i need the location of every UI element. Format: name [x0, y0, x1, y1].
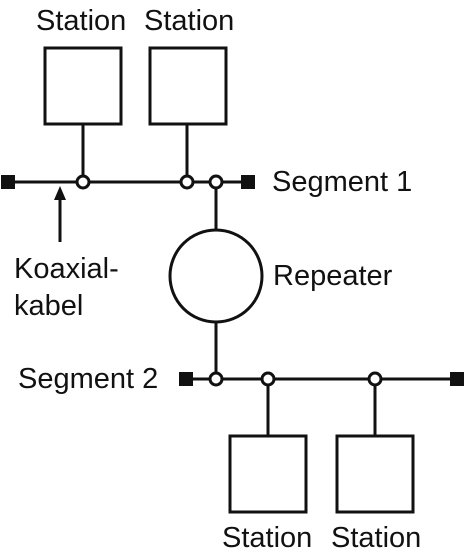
- segment-2-left-terminator: [179, 372, 193, 386]
- coax-label-line-1: Koaxial-: [14, 253, 119, 285]
- tap-bottom-1: [260, 371, 276, 387]
- tap-top-2: [179, 174, 195, 190]
- tap-bottom-2: [367, 371, 383, 387]
- station-top-1-box: [43, 46, 123, 126]
- segment-1-label: Segment 1: [272, 166, 413, 198]
- segment-2-right-terminator: [450, 372, 464, 386]
- segment-1-left-terminator: [1, 175, 15, 189]
- station-top-1-label: Station: [36, 5, 127, 37]
- coax-label-line-2: kabel: [14, 290, 84, 322]
- station-bottom-2-label: Station: [331, 522, 422, 554]
- coax-pointer-arrowhead: [54, 186, 66, 200]
- segment-2-label: Segment 2: [18, 363, 159, 395]
- repeater-circle: [168, 228, 264, 324]
- station-top-2-box: [148, 46, 228, 126]
- station-bottom-2-box: [335, 434, 415, 514]
- station-bottom-1-box: [228, 434, 308, 514]
- tap-repeater-top: [208, 174, 224, 190]
- station-top-2-label: Station: [144, 5, 235, 37]
- tap-top-1: [75, 174, 91, 190]
- station-bottom-1-label: Station: [222, 522, 313, 554]
- segment-1-right-terminator: [241, 175, 255, 189]
- repeater-label: Repeater: [273, 260, 393, 292]
- tap-repeater-bottom: [208, 371, 224, 387]
